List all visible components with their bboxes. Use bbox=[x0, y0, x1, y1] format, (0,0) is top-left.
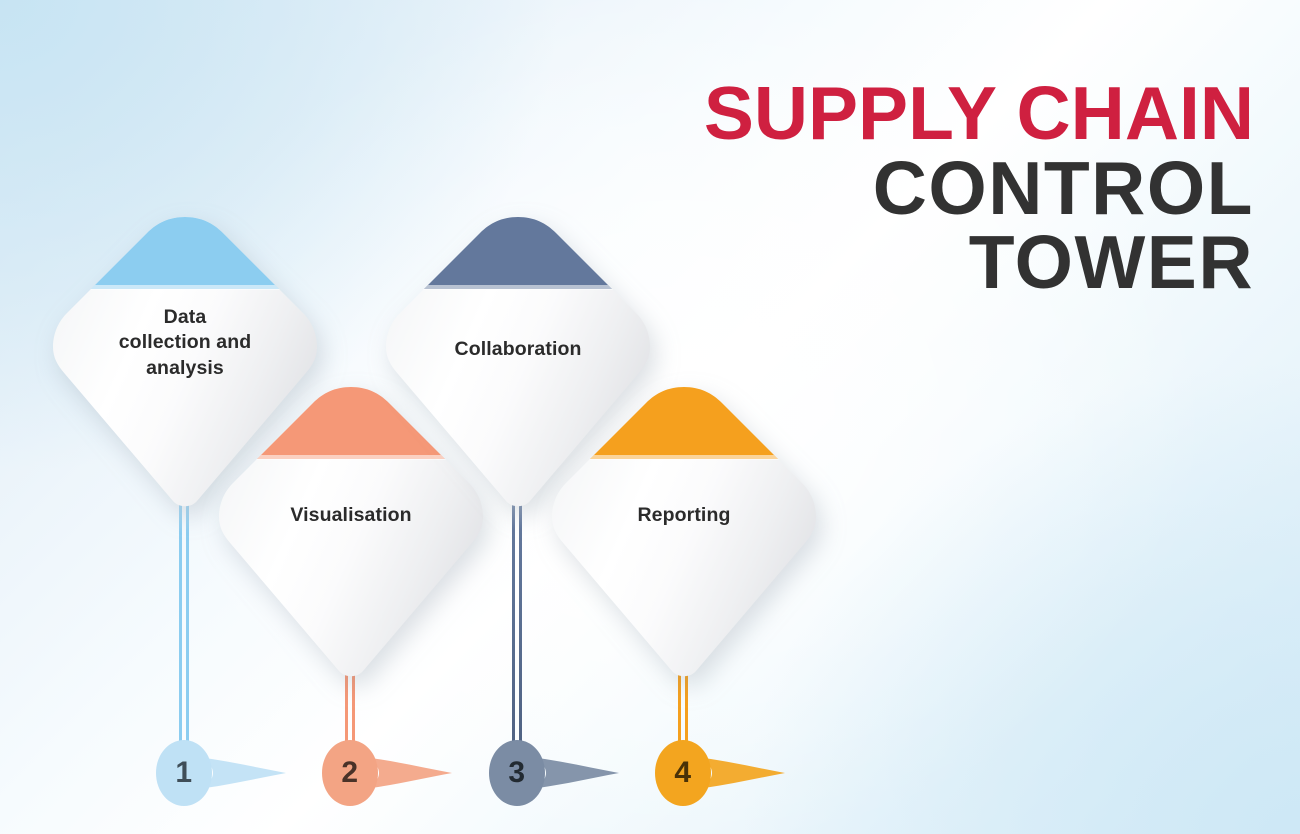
title-line-tower: TOWER bbox=[968, 220, 1254, 304]
step-bubble-3[interactable]: 3 bbox=[488, 736, 620, 810]
connector-stem-2 bbox=[345, 640, 356, 765]
title-line-control: CONTROL bbox=[872, 145, 1254, 230]
step-bubble-4-shape bbox=[655, 740, 785, 806]
step-card-4-shape bbox=[550, 383, 818, 683]
step-bubble-4[interactable]: 4 bbox=[654, 736, 786, 810]
step-card-2-shape bbox=[217, 383, 485, 683]
title-line-supply-chain: SUPPLY CHAIN bbox=[703, 71, 1254, 155]
step-card-4[interactable]: Reporting bbox=[550, 383, 818, 683]
connector-stem-3 bbox=[512, 470, 523, 765]
connector-stem-4 bbox=[678, 640, 689, 765]
step-bubble-2-shape bbox=[322, 740, 452, 806]
step-bubble-2[interactable]: 2 bbox=[321, 736, 453, 810]
step-bubble-3-shape bbox=[489, 740, 619, 806]
step-bubble-1[interactable]: 1 bbox=[155, 736, 287, 810]
title-block: SUPPLY CHAIN CONTROL TOWER bbox=[703, 71, 1254, 304]
step-bubble-1-shape bbox=[156, 740, 286, 806]
connector-stem-1 bbox=[179, 470, 190, 760]
